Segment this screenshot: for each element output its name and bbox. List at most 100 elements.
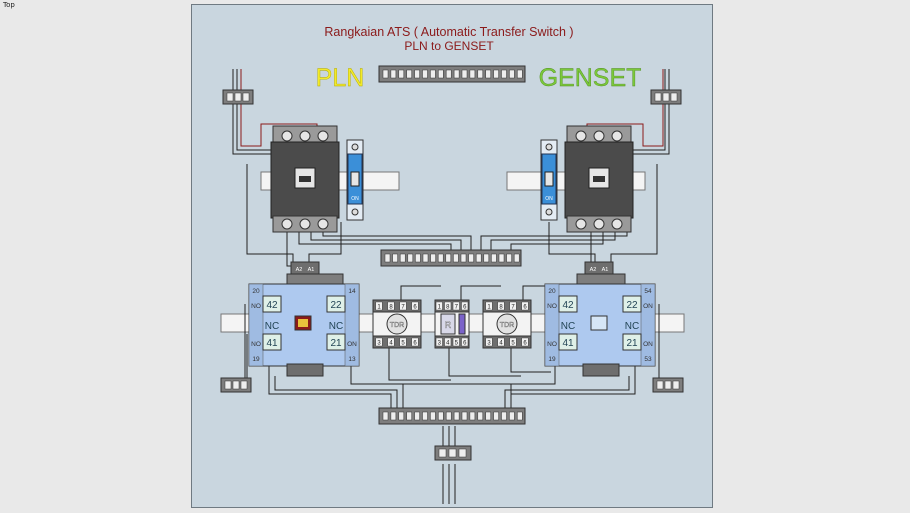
terminal-cell [422,253,429,263]
breaker-pln [270,125,340,233]
relay-pin-box [387,301,395,311]
terminal-cell [414,69,420,79]
contactor-left-aux-42: 42 [266,300,278,311]
contactor-left-coil-a1: A1 [308,267,315,273]
relay-pin-box [509,337,517,347]
terminal-cell [485,69,491,79]
relay-pin-box [485,337,493,347]
terminal-top-left [222,89,254,105]
contactor-left-t20: 20 [252,288,260,295]
contactor-right-t19: 19 [548,356,556,363]
contactor-left-no-top: NO [251,303,261,310]
terminal-cell [445,411,452,421]
contactor-left-t19: 19 [252,356,260,363]
tdr-left-label: TDR [390,322,404,329]
terminal-cell [506,253,512,263]
genset-label: GENSET [539,64,642,92]
contactor-right-aux-42: 42 [562,300,574,311]
terminal-cell [398,411,405,421]
relay-pin-label: 1 [438,304,442,310]
contactor-right-nc-left: NC [561,321,575,332]
terminal-cell [382,69,389,79]
mcb-left: ON [346,139,364,221]
relay-pin-label: 5 [455,340,459,346]
relay-pin-box [485,301,493,311]
relay-pin-label: 1 [377,304,381,310]
relay-pin-box [521,301,529,311]
contactor-left-nc-left: NC [265,321,279,332]
relay-pin-box [444,301,452,311]
relay-pin-box [497,337,505,347]
relay-pin-label: 8 [389,304,393,310]
contactor-left-on-bottom: ON [347,341,357,348]
contactor-right-no-bottom: NO [547,341,557,348]
contactor-left-aux-41: 41 [266,338,278,349]
terminal-cell [493,69,499,79]
contactor-right-aux-41: 41 [562,338,574,349]
contactor-left-t14: 14 [348,288,356,295]
terminal-cell [453,253,459,263]
relay-pin-label: 6 [523,340,527,346]
terminal-cell [392,253,398,263]
terminal-cell [468,253,474,263]
terminal-cell [415,253,421,263]
terminal-block-middle [380,249,522,267]
relay-pin-label: 5 [401,340,405,346]
relay-pin-box [411,337,419,347]
relay-pin-label: 8 [446,304,450,310]
relay-pin-box [399,337,407,347]
contactor-right-t54: 54 [644,288,652,295]
terminal-cell [498,253,505,263]
terminal-cell [398,69,405,79]
terminal-cell [406,69,412,79]
relay-pin-label: 3 [438,340,442,346]
diagram-title: Rangkaian ATS ( Automatic Transfer Switc… [324,25,573,39]
terminal-cell [501,411,507,421]
terminal-bottom-left [220,377,252,393]
terminal-cell [483,253,490,263]
terminal-cell [430,69,436,79]
terminal-top-right [650,89,682,105]
terminal-cell [461,411,468,421]
contactor-left-aux-21: 21 [330,338,342,349]
relay-pin-label: 1 [487,304,491,310]
relay-pin-label: 6 [523,304,527,310]
relay-pin-box [435,301,443,311]
terminal-cell [491,253,497,263]
contactor-right-aux-22: 22 [626,300,638,311]
terminal-cell [493,411,499,421]
relay-pin-label: 7 [401,304,405,310]
contactor-right: A2 A1 20 54 19 53 NO NO ON ON 42 22 41 2… [544,261,656,377]
terminal-cell [469,411,476,421]
relay-pin-label: 4 [389,340,393,346]
tdr-right-label: TDR [500,322,514,329]
mcb-right: ON [540,139,558,221]
terminal-cell [460,253,467,263]
relay-pin-box [375,301,383,311]
mcb-left-label: ON [351,196,359,202]
terminal-cell [384,253,391,263]
relay-pin-box [497,301,505,311]
relay-pin-label: 5 [511,340,515,346]
contactor-left-t13: 13 [348,356,356,363]
contactor-left-coil-a2: A2 [296,267,303,273]
terminal-cell [445,69,452,79]
relay-pin-box [521,337,529,347]
terminal-cell [461,69,468,79]
terminal-cell [422,69,428,79]
diagram-subtitle: PLN to GENSET [404,39,494,53]
relay-pin-label: 6 [413,340,417,346]
terminal-cell [390,69,397,79]
terminal-cell [407,253,414,263]
terminal-cell [430,411,436,421]
relay-pin-box [452,301,460,311]
wiring-panel: Rangkaian ATS ( Automatic Transfer Switc… [191,4,713,508]
relay-r-label: R [445,320,452,330]
terminal-cell [437,253,444,263]
contactor-right-nc-right: NC [625,321,639,332]
contactor-right-no-top: NO [547,303,557,310]
wiring-diagram: Rangkaian ATS ( Automatic Transfer Switc… [191,4,713,508]
